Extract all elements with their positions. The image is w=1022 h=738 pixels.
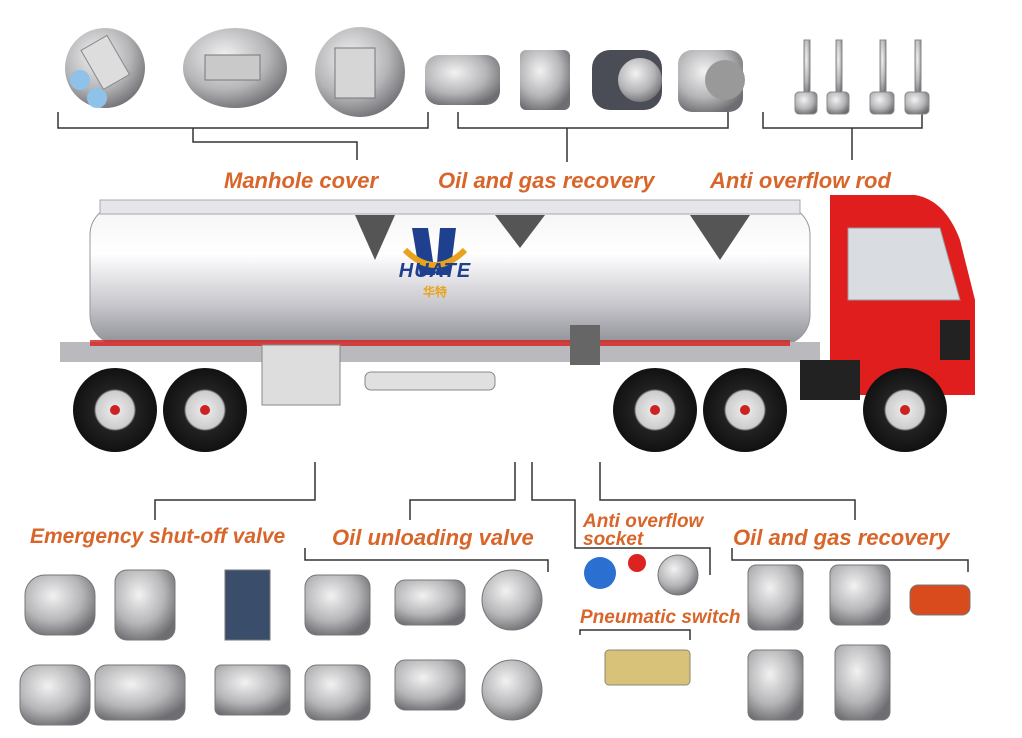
tanker-truck [60, 195, 975, 452]
oil-gas-recovery-top-images [425, 50, 745, 112]
oil-gas-recovery-bottom-images [747, 564, 971, 721]
emergency-valve-images [19, 569, 291, 726]
label-emergency-valve: Emergency shut-off valve [30, 525, 286, 548]
pneumatic-switch-images [604, 649, 691, 686]
anti-overflow-rod-images [794, 39, 930, 115]
label-oil-unloading-valve: Oil unloading valve [332, 525, 534, 550]
anti-overflow-socket-images [584, 554, 699, 596]
top-brackets [57, 112, 969, 640]
label-anti-overflow-rod: Anti overflow rod [710, 168, 891, 193]
huate-logo: HUATE 华特 [395, 224, 475, 300]
label-oil-gas-recovery-bottom: Oil and gas recovery [733, 525, 950, 550]
label-anti-overflow-socket-line1: Anti overflow [583, 511, 704, 532]
label-anti-overflow-socket-line2: socket [583, 529, 644, 550]
oil-unloading-valve-images [304, 569, 543, 721]
label-pneumatic-switch: Pneumatic switch [580, 607, 741, 628]
label-oil-gas-recovery-top: Oil and gas recovery [438, 168, 655, 193]
label-manhole-cover: Manhole cover [224, 168, 379, 193]
logo-text-cn: 华特 [422, 285, 447, 299]
logo-text: HUATE [398, 260, 472, 282]
manhole-cover-images [65, 27, 405, 117]
